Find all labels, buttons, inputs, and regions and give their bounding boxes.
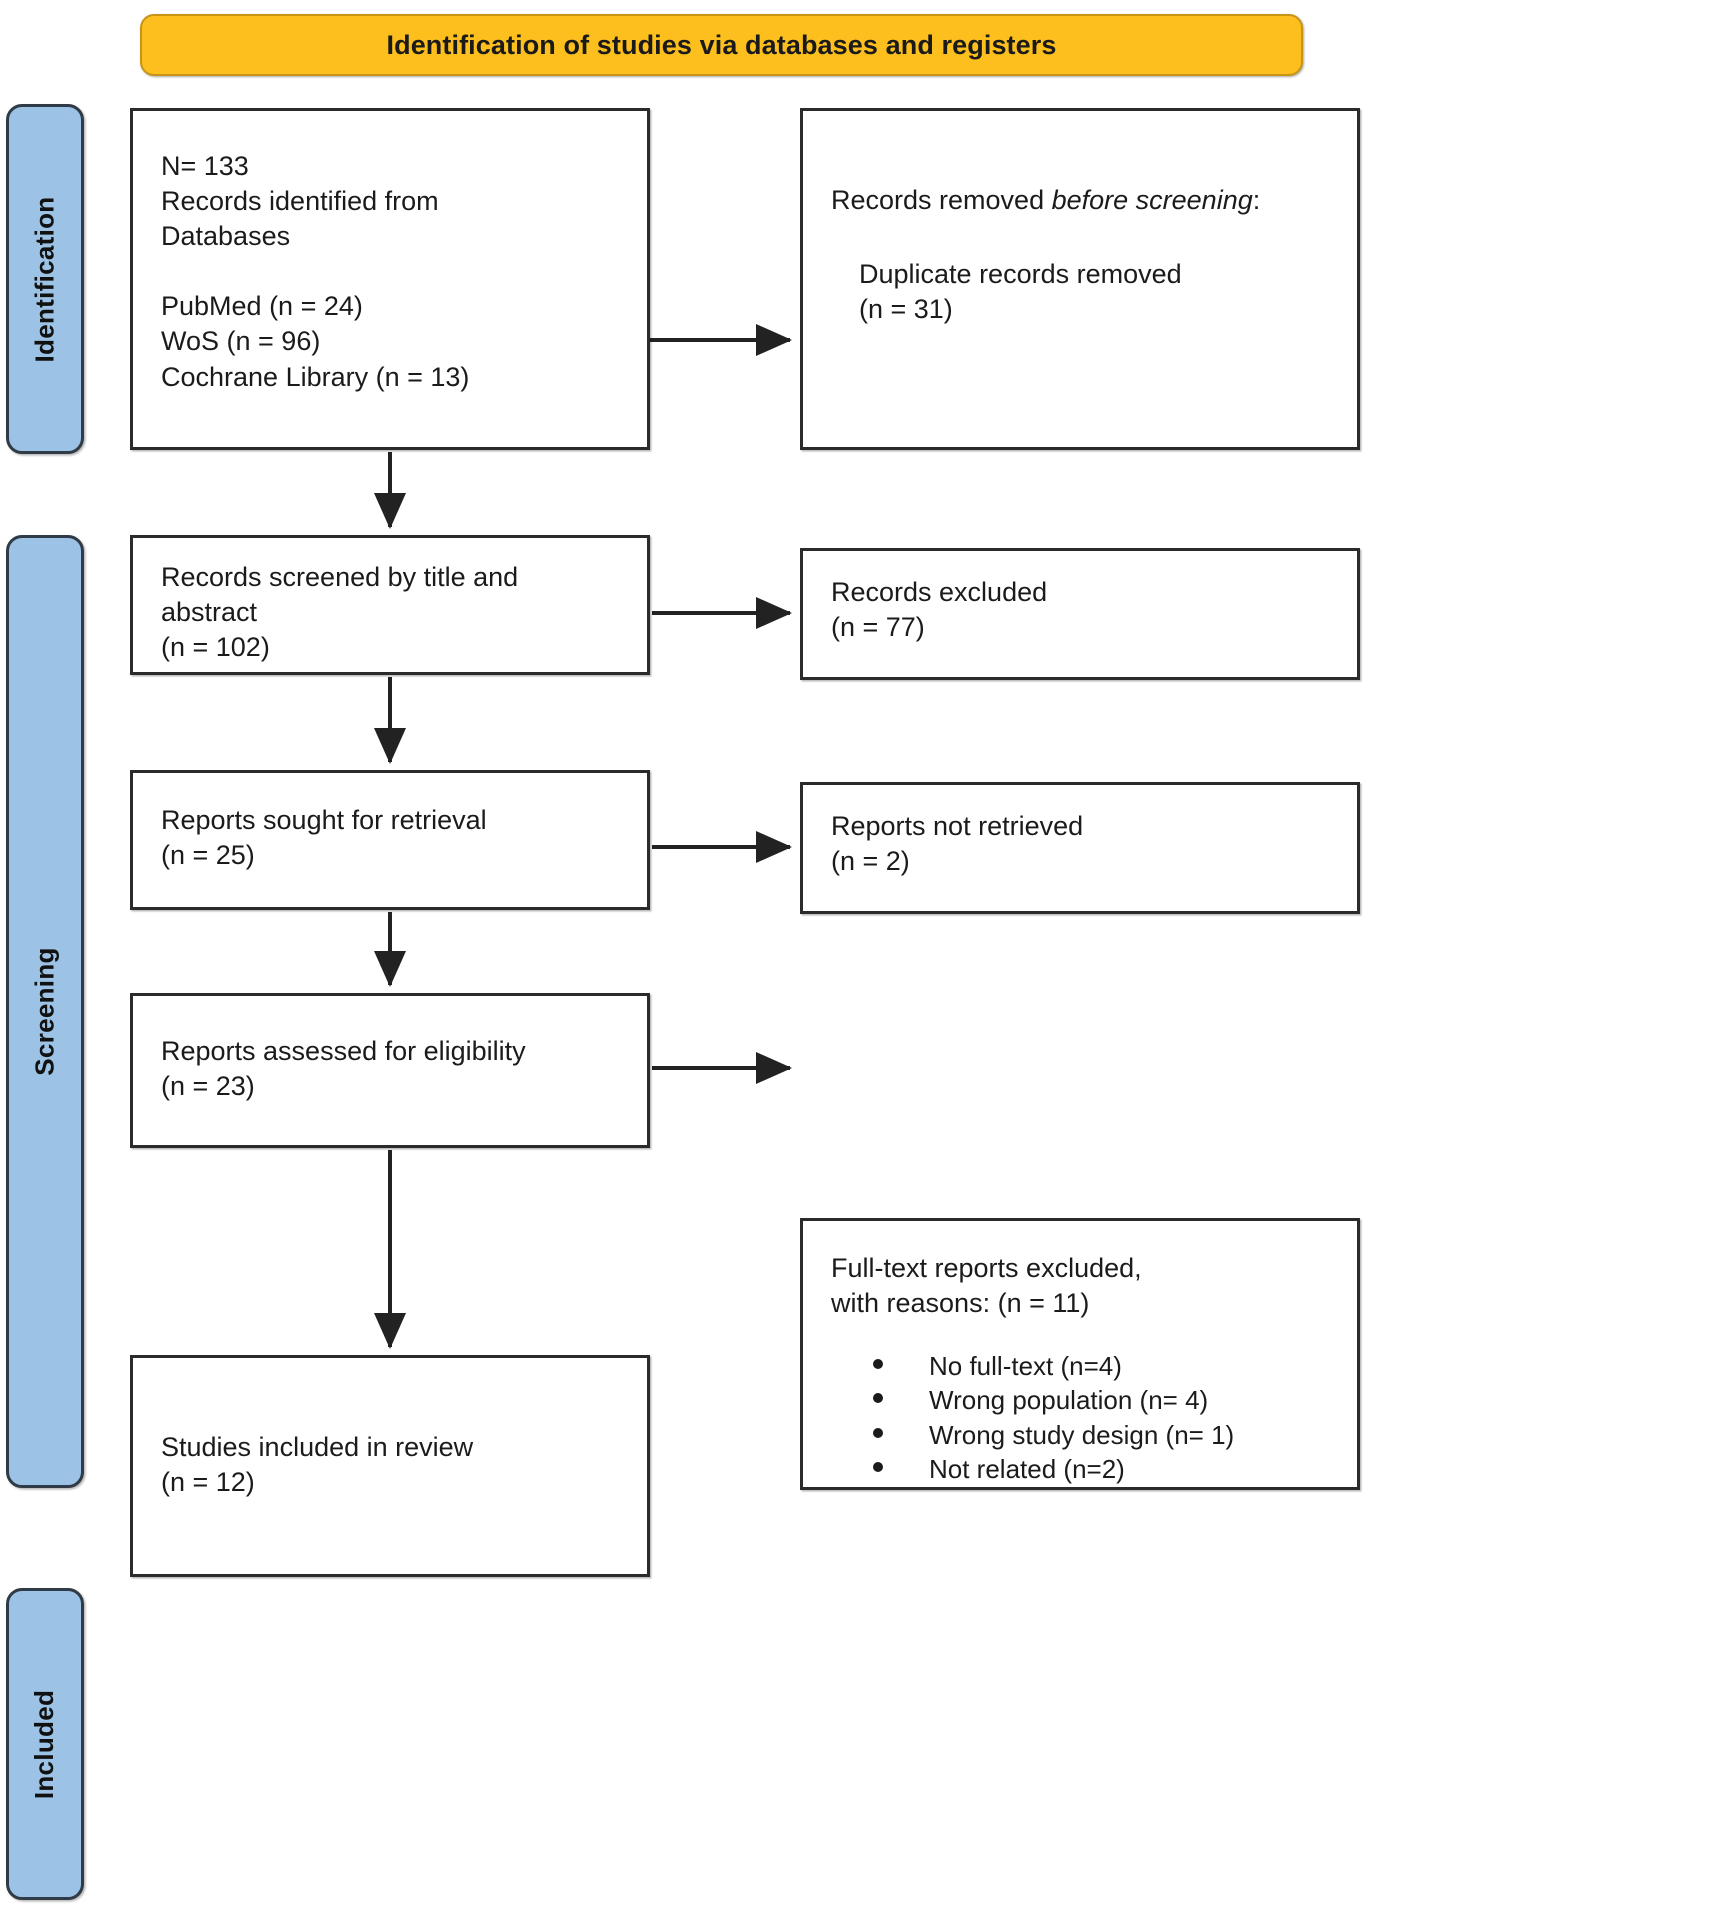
stage-label-included-text: Included xyxy=(29,1689,60,1799)
exclusion-reason-item: Wrong study design (n= 1) xyxy=(873,1418,1347,1452)
box-fulltext-reports-excluded-text: Full-text reports excluded, with reasons… xyxy=(831,1253,1142,1319)
box-records-removed-heading: Records removed before screening: xyxy=(831,183,1341,218)
box-reports-assessed-text: Reports assessed for eligibility (n = 23… xyxy=(161,1036,526,1102)
diagram-header-banner: Identification of studies via databases … xyxy=(140,14,1303,76)
box-reports-sought: Reports sought for retrieval (n = 25) xyxy=(130,770,650,910)
exclusion-reason-label: No full-text (n=4) xyxy=(929,1351,1122,1381)
box-studies-included-text: Studies included in review (n = 12) xyxy=(161,1432,474,1498)
exclusion-reason-label: Wrong population (n= 4) xyxy=(929,1385,1209,1416)
box-studies-included: Studies included in review (n = 12) xyxy=(130,1355,650,1577)
records-removed-prefix: Records removed xyxy=(831,185,1052,215)
box-records-removed-detail: Duplicate records removed (n = 31) xyxy=(859,259,1182,325)
bullet-icon xyxy=(873,1461,883,1472)
records-removed-suffix: : xyxy=(1252,185,1261,215)
box-reports-sought-text: Reports sought for retrieval (n = 25) xyxy=(161,805,487,871)
bullet-icon xyxy=(873,1359,883,1369)
exclusion-reason-label: Not related (n=2) xyxy=(929,1453,1125,1484)
box-records-excluded-text: Records excluded (n = 77) xyxy=(831,577,1048,643)
box-reports-assessed: Reports assessed for eligibility (n = 23… xyxy=(130,993,650,1148)
box-fulltext-reports-excluded: Full-text reports excluded, with reasons… xyxy=(800,1218,1360,1490)
exclusion-reason-item: No full-text (n=4) xyxy=(873,1349,1347,1383)
box-records-removed: Records removed before screening: Duplic… xyxy=(800,108,1360,450)
box-records-screened-text: Records screened by title and abstract (… xyxy=(161,562,519,663)
box-reports-not-retrieved-text: Reports not retrieved (n = 2) xyxy=(831,811,1084,877)
box-records-screened: Records screened by title and abstract (… xyxy=(130,535,650,675)
exclusion-reason-label: Wrong study design (n= 1) xyxy=(929,1419,1235,1450)
exclusion-reason-item: Wrong population (n= 4) xyxy=(873,1383,1347,1417)
stage-label-identification: Identification xyxy=(6,104,84,454)
box-records-identified-text: N= 133 Records identified from Databases… xyxy=(161,151,470,392)
stage-label-identification-text: Identification xyxy=(29,196,60,362)
page-title: Identification of studies via databases … xyxy=(386,29,1057,60)
box-records-identified: N= 133 Records identified from Databases… xyxy=(130,108,650,450)
records-removed-italic: before screening xyxy=(1051,185,1253,215)
exclusion-reason-item: Not related (n=2) xyxy=(873,1452,1347,1486)
exclusion-reasons-list: No full-text (n=4) Wrong population (n= 4… xyxy=(873,1349,1347,1486)
bullet-icon xyxy=(873,1393,883,1404)
stage-label-screening-text: Screening xyxy=(29,947,60,1076)
box-records-excluded: Records excluded (n = 77) xyxy=(800,548,1360,680)
box-reports-not-retrieved: Reports not retrieved (n = 2) xyxy=(800,782,1360,914)
bullet-icon xyxy=(873,1427,883,1438)
stage-label-screening: Screening xyxy=(6,535,84,1488)
stage-label-included: Included xyxy=(6,1588,84,1900)
